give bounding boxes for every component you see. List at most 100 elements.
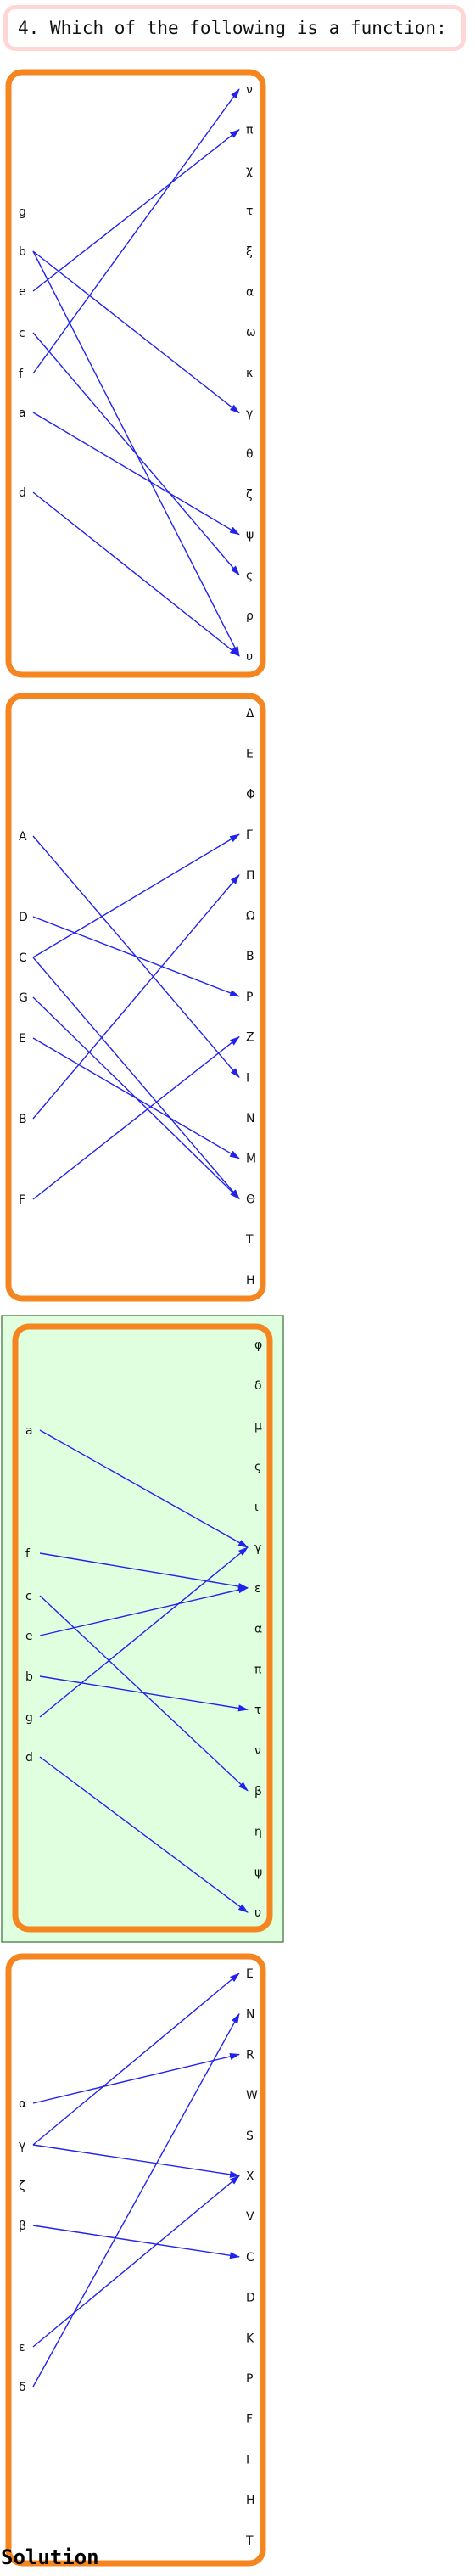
- mapping-arrow: [32, 833, 240, 958]
- codomain-label: ς: [254, 1460, 261, 1473]
- mapping-arrow: [32, 332, 240, 576]
- domain-label: ε: [19, 2341, 25, 2354]
- codomain-label: X: [246, 2170, 254, 2184]
- mapping-arrow: [32, 250, 240, 414]
- domain-label: f: [25, 1547, 31, 1561]
- codomain-label: Φ: [246, 788, 255, 801]
- codomain-label: Ω: [246, 910, 255, 923]
- codomain-label: Z: [246, 1031, 254, 1045]
- codomain-label: Δ: [246, 707, 254, 721]
- codomain-label: π: [254, 1663, 262, 1676]
- domain-label: a: [19, 407, 26, 420]
- codomain-label: α: [246, 286, 254, 300]
- codomain-label: W: [246, 2089, 258, 2102]
- codomain-label: E: [246, 748, 254, 761]
- codomain-label: R: [246, 2048, 254, 2062]
- codomain-label: Π: [246, 869, 255, 883]
- mapping-arrow: [32, 2053, 240, 2104]
- codomain-label: ρ: [246, 609, 254, 623]
- codomain-label: I: [246, 2453, 249, 2467]
- codomain-label: H: [246, 2494, 255, 2507]
- codomain-label: κ: [246, 367, 253, 380]
- codomain-label: T: [245, 2534, 254, 2548]
- codomain-label: γ: [246, 407, 253, 421]
- codomain-label: Γ: [246, 828, 253, 842]
- domain-label: F: [19, 1193, 25, 1207]
- domain-label: α: [19, 2097, 26, 2111]
- codomain-label: K: [246, 2332, 254, 2345]
- codomain-label: τ: [254, 1703, 261, 1717]
- codomain-label: ε: [254, 1582, 261, 1596]
- codomain-label: θ: [246, 447, 254, 461]
- codomain-label: ν: [254, 1744, 261, 1758]
- mapping-arrow: [32, 2144, 240, 2178]
- mapping-arrow: [32, 2225, 240, 2259]
- codomain-label: υ: [254, 1906, 261, 1920]
- codomain-label: E: [246, 1967, 254, 1981]
- domain-label: b: [25, 1670, 33, 1684]
- codomain-label: N: [246, 1112, 254, 1125]
- domain-label: d: [19, 486, 26, 500]
- mapping-arrow: [32, 88, 240, 374]
- codomain-label: H: [246, 1274, 255, 1288]
- codomain-label: C: [246, 2251, 254, 2265]
- mapping-arrow: [39, 1586, 249, 1636]
- option-frame: [5, 1953, 266, 2567]
- mapping-arrow: [32, 957, 240, 1200]
- codomain-label: F: [246, 2413, 253, 2427]
- codomain-label: B: [246, 950, 254, 963]
- domain-label: c: [25, 1590, 32, 1603]
- mapping-arrow: [32, 2012, 240, 2388]
- option-frame: [5, 69, 266, 678]
- domain-label: g: [19, 205, 26, 219]
- codomain-label: T: [245, 1233, 254, 1247]
- mapping-arrow: [32, 916, 240, 997]
- domain-label: B: [19, 1113, 27, 1126]
- domain-label: δ: [19, 2381, 26, 2394]
- codomain-label: μ: [254, 1420, 262, 1434]
- codomain-label: ξ: [246, 245, 253, 259]
- mapping-arrow: [32, 1035, 240, 1200]
- codomain-label: I: [246, 1071, 249, 1085]
- option-frame: [12, 1323, 273, 1933]
- mapping-arrow: [39, 1552, 249, 1590]
- codomain-label: D: [246, 2292, 255, 2305]
- codomain-label: δ: [254, 1379, 262, 1393]
- codomain-label: ω: [246, 326, 256, 340]
- mapping-arrow: [39, 1675, 249, 1712]
- codomain-label: ψ: [246, 529, 254, 542]
- domain-label: A: [19, 830, 27, 844]
- mapping-arrow: [32, 1973, 240, 2146]
- codomain-label: τ: [246, 205, 253, 218]
- mapping-arrow: [39, 1756, 249, 1913]
- domain-label: c: [19, 327, 25, 340]
- codomain-label: ν: [246, 83, 253, 97]
- mapping-arrow: [32, 491, 240, 657]
- domain-label: ζ: [19, 2180, 25, 2193]
- codomain-label: γ: [254, 1541, 261, 1555]
- codomain-label: χ: [246, 164, 253, 177]
- domain-label: g: [25, 1711, 33, 1725]
- domain-label: β: [19, 2220, 26, 2233]
- domain-label: b: [19, 245, 26, 259]
- codomain-label: Θ: [246, 1193, 255, 1206]
- solution-heading: Solution: [1, 2545, 99, 2569]
- mapping-arrow: [32, 874, 240, 1120]
- codomain-label: M: [246, 1153, 256, 1166]
- domain-label: γ: [19, 2139, 25, 2152]
- domain-label: d: [25, 1751, 33, 1765]
- domain-label: E: [19, 1032, 26, 1046]
- mapping-arrow: [32, 129, 240, 292]
- domain-label: e: [25, 1630, 33, 1643]
- mapping-arrow: [32, 412, 240, 536]
- codomain-label: N: [246, 2008, 254, 2022]
- mapping-arrow: [32, 1037, 240, 1159]
- domain-label: f: [19, 368, 24, 381]
- codomain-label: ζ: [246, 488, 253, 502]
- domain-label: G: [19, 991, 28, 1005]
